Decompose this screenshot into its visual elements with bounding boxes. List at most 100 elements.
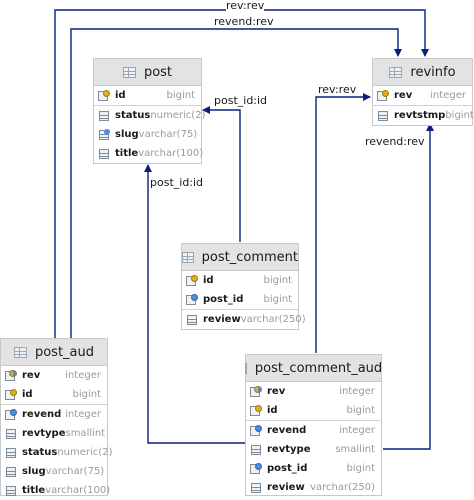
field-name: status <box>22 447 58 458</box>
column-icon <box>250 444 262 456</box>
field-type: varchar(250) <box>240 314 306 325</box>
field-type: smallint <box>65 428 106 439</box>
foreign-key-icon <box>186 293 198 306</box>
table-title: post_comment_aud <box>254 360 383 376</box>
table-title: post_comment <box>201 249 298 265</box>
table-header[interactable]: post_comment <box>182 244 298 271</box>
field-name: title <box>115 148 139 159</box>
field-type: integer <box>65 409 101 420</box>
edge-post-aud-revend-to-revinfo <box>383 123 434 450</box>
connector-label-revend-rev-top: revend:rev <box>214 15 274 28</box>
field-type: varchar(75) <box>45 466 105 477</box>
table-icon <box>182 251 194 263</box>
column-icon <box>5 485 17 497</box>
field-type: numeric(2) <box>150 110 206 121</box>
connector-label-rev-rev-right: rev:rev <box>318 83 357 96</box>
field-name: id <box>203 275 214 286</box>
field-name: slug <box>22 466 46 477</box>
field-name: id <box>115 90 126 101</box>
primary-key-icon <box>250 404 262 417</box>
field-type: varchar(100) <box>45 485 111 496</box>
table-header[interactable]: post_aud <box>1 339 107 366</box>
table-header[interactable]: post <box>94 59 201 86</box>
table-title: post_aud <box>34 344 95 360</box>
field-row[interactable]: id bigint <box>182 271 298 290</box>
field-row[interactable]: post_id bigint <box>182 290 298 309</box>
indexed-column-icon <box>98 128 110 141</box>
primary-key-icon <box>377 89 389 102</box>
table-icon <box>244 362 247 374</box>
column-icon <box>5 428 17 440</box>
table-header[interactable]: post_comment_aud <box>244 355 383 382</box>
column-icon <box>186 314 198 326</box>
field-name: revtype <box>22 428 66 439</box>
column-icon <box>250 482 262 494</box>
field-row[interactable]: id bigint <box>246 401 381 420</box>
table-icon <box>389 66 403 78</box>
field-name: status <box>115 110 151 121</box>
connector-label-revend-rev-right: revend:rev <box>365 135 425 148</box>
connector-label-post-id-id-upper: post_id:id <box>214 94 268 107</box>
column-icon <box>98 110 110 122</box>
table-icon <box>13 346 27 358</box>
foreign-key-icon <box>5 408 17 421</box>
table-icon <box>122 66 136 78</box>
field-name: id <box>267 405 278 416</box>
field-row[interactable]: id bigint <box>94 86 201 105</box>
field-row[interactable]: rev integer <box>1 366 107 385</box>
field-type: bigint <box>166 90 195 101</box>
field-type: varchar(100) <box>138 148 204 159</box>
field-name: slug <box>115 129 139 140</box>
connector-label-post-id-id-lower: post_id:id <box>150 176 204 189</box>
field-name: rev <box>267 386 286 397</box>
field-type: bigint <box>263 275 292 286</box>
field-name: review <box>267 482 305 493</box>
table-header[interactable]: revinfo <box>373 59 472 86</box>
field-name: revend <box>267 425 307 436</box>
field-name: revtstmp <box>394 110 446 121</box>
field-type: integer <box>65 370 101 381</box>
field-type: integer <box>430 90 466 101</box>
field-row[interactable]: revend integer <box>246 421 381 440</box>
table-post-comment[interactable]: post_comment id bigint post_id bigint revi… <box>181 243 306 330</box>
field-name: revtype <box>267 444 311 455</box>
field-type: bigint <box>263 294 292 305</box>
field-name: rev <box>22 370 41 381</box>
field-row[interactable]: post_id bigint <box>246 459 381 478</box>
field-name: title <box>22 485 46 496</box>
field-name: id <box>22 389 33 400</box>
field-name: post_id <box>267 463 308 474</box>
field-type: bigint <box>346 405 375 416</box>
field-type: bigint <box>346 463 375 474</box>
edge-post-comment-to-post <box>202 106 241 242</box>
column-icon <box>5 466 17 478</box>
foreign-key-icon <box>250 462 262 475</box>
field-type: bigint <box>445 110 474 121</box>
field-type: numeric(2) <box>57 447 113 458</box>
primary-foreign-key-icon <box>5 369 17 382</box>
primary-foreign-key-icon <box>250 385 262 398</box>
foreign-key-icon <box>250 424 262 437</box>
field-type: integer <box>339 425 375 436</box>
primary-key-icon <box>98 89 110 102</box>
field-name: post_id <box>203 294 244 305</box>
